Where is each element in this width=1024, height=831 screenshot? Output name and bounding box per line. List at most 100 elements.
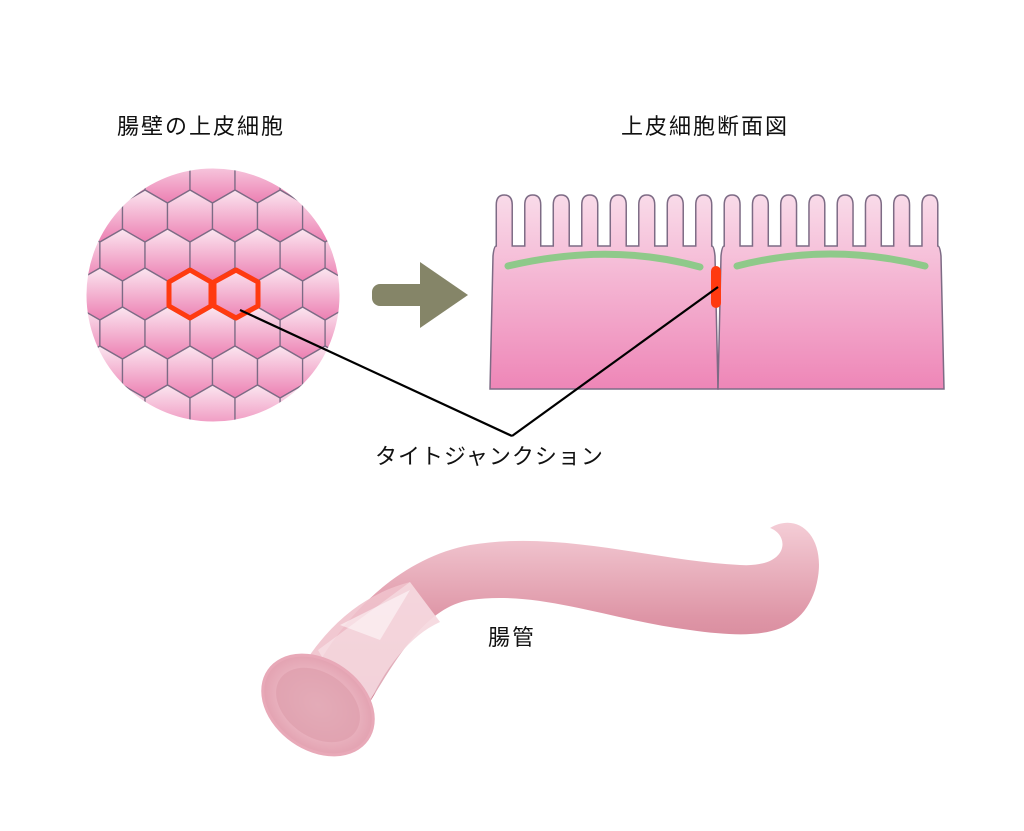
hexagon-cell [348, 502, 393, 554]
tight-junction-marker [711, 266, 721, 308]
hexagon-cell [145, 463, 190, 515]
hexagon-cell [280, 463, 325, 515]
hexagon-cell [280, 0, 325, 47]
hexagon-cell [10, 385, 55, 437]
hexagon-cell [145, 0, 190, 47]
hexagon-cell [303, 112, 348, 164]
hexagon-cell [32, 346, 77, 398]
hexagon-cell [190, 541, 235, 593]
hexagon-cell [415, 73, 460, 125]
epithelial-cell-left [489, 194, 719, 390]
callout-lines [239, 286, 719, 437]
hexagon-cell [10, 307, 55, 359]
hexagon-cell [0, 463, 10, 515]
hexagon-cell [10, 229, 55, 281]
hexagon-cell [505, 151, 550, 203]
hexagon-cell [324, 168, 340, 204]
hexagon-cell-grid [0, 0, 550, 593]
right-arrow [372, 262, 468, 328]
hexagon-cell [415, 385, 460, 437]
hexagon-cell [77, 502, 122, 554]
hexagon-cell [0, 190, 32, 242]
hexagon-cell [235, 0, 280, 47]
hexagon-cell [280, 73, 325, 125]
hexagon-cell [55, 463, 100, 515]
hexagon-cell [258, 34, 303, 86]
hexagon-cell [438, 190, 483, 242]
hexagon-cell [32, 112, 77, 164]
hexagon-cell [77, 34, 122, 86]
hexagon-cell [438, 112, 483, 164]
hexagon-cell [0, 34, 32, 86]
hexagon-cell [505, 73, 550, 125]
hexagon-cell [438, 34, 483, 86]
hexagon-cell [0, 502, 32, 554]
hexagon-cell [213, 34, 258, 86]
hexagon-cell [370, 463, 415, 515]
hexagon-cell [370, 0, 415, 47]
hexagon-cell [10, 151, 55, 203]
hexagon-cell [325, 0, 370, 47]
intestine-tube [261, 522, 819, 757]
right-panel-title: 上皮細胞断面図 [621, 115, 790, 140]
hexagon-cell [86, 384, 101, 422]
hexagon-cell [32, 190, 77, 242]
membrane-line-right [733, 250, 929, 270]
hexagon-cell [10, 463, 55, 515]
hexagon-cell [505, 0, 550, 47]
hexagon-cell [32, 268, 77, 320]
hexagon-cell [483, 34, 528, 86]
hexagon-cell [0, 541, 10, 593]
hexagon-cell [77, 112, 122, 164]
hexagon-cell [460, 73, 505, 125]
hexagon-cell [393, 190, 438, 242]
tight-junction-highlight [166, 267, 261, 321]
hexagon-cell [370, 151, 415, 203]
hexagon-cell [168, 424, 213, 476]
hexagon-cell [55, 73, 100, 125]
hexagon-cell [258, 502, 303, 554]
hexagon-cell [168, 34, 213, 86]
hexagon-cell [505, 385, 550, 437]
hexagon-cell [393, 34, 438, 86]
hexagon-cell [145, 541, 190, 593]
hexagon-cell [123, 502, 168, 554]
hexagon-cell [325, 463, 370, 515]
hexagon-cell [415, 463, 460, 515]
hexagon-cell [393, 502, 438, 554]
membrane-line-left [504, 250, 704, 271]
hexagon-cell [77, 424, 122, 476]
cell-cross-section [489, 194, 945, 390]
hexagon-cell [213, 502, 258, 554]
hexagon-cell [32, 424, 77, 476]
hexagon-cell [0, 0, 10, 47]
hexagon-cell [483, 112, 528, 164]
hexagon-cell [438, 346, 483, 398]
hexagon-cell [460, 151, 505, 203]
intestine-label: 腸管 [488, 626, 537, 651]
hexagon-cell [348, 112, 393, 164]
hexagon-cell [324, 384, 340, 422]
hexagon-cell [370, 307, 415, 359]
tight-junction-label: タイトジャンクション [375, 445, 604, 470]
hexagon-cell [348, 190, 393, 242]
hexagon-cell [123, 34, 168, 86]
hexagon-cell [348, 346, 393, 398]
hexagon-cell [190, 0, 235, 47]
hexagon-cell [303, 34, 348, 86]
hexagon-cell [32, 34, 77, 86]
hexagon-cell [415, 151, 460, 203]
hexagon-cell [0, 424, 32, 476]
hexagon-cell [0, 112, 32, 164]
hexagon-cell [0, 268, 32, 320]
hexagon-cell [460, 0, 505, 47]
hexagon-cell [460, 463, 505, 515]
hexagon-cell [0, 229, 10, 281]
hexagon-cell [393, 112, 438, 164]
hexagon-cell [100, 0, 145, 47]
hexagon-cell [258, 424, 303, 476]
hexagon-cell [100, 463, 145, 515]
hexagon-cell [303, 424, 348, 476]
